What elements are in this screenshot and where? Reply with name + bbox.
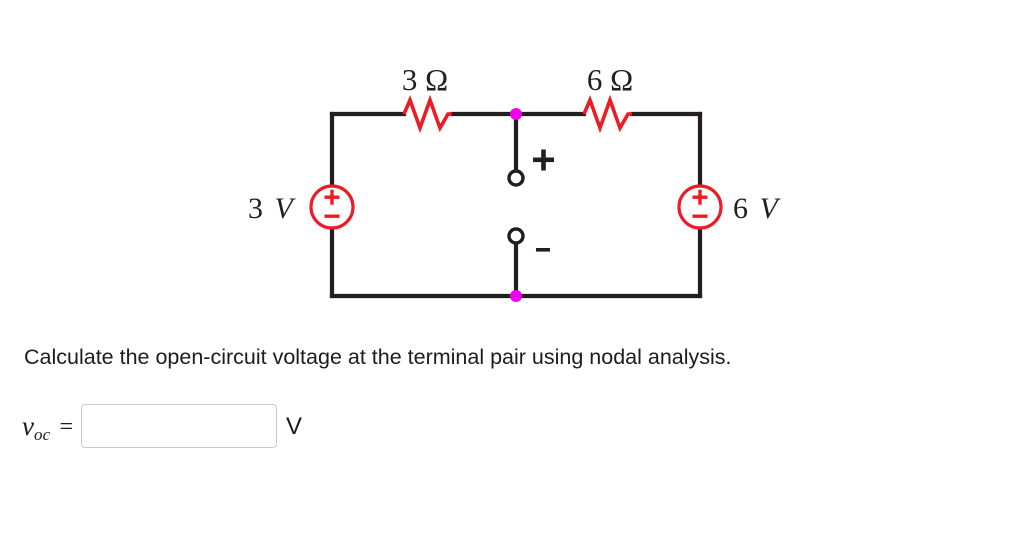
voltage-source-3v-body [309,184,355,230]
voltage-source-6v: 6 V [677,184,781,230]
voltage-source-6v-label: 6 V [733,192,781,225]
answer-input[interactable] [80,404,277,448]
voltage-source-3v-label: 3 V [248,192,296,225]
circuit-svg-canvas: 3 Ω 6 Ω [248,62,781,302]
resistor-3-ohm-label: 3 Ω [402,62,448,97]
voltage-source-6v-minus-icon [692,214,708,218]
answer-variable-subscript: oc [33,425,51,444]
voltage-source-6v-body [677,184,723,230]
answer-variable-label: voc [22,411,51,444]
equals-sign: = [59,413,73,440]
resistor-3-ohm: 3 Ω [402,62,452,134]
answer-row: voc = V [22,398,302,454]
node-dot-top [510,108,522,120]
voltage-source-6v-plus-icon [692,189,708,205]
answer-unit-label: V [285,413,302,440]
voltage-source-3v: 3 V [248,184,355,230]
terminal-minus-icon [536,248,550,252]
resistor-6-ohm-label: 6 Ω [587,62,633,97]
question-prompt: Calculate the open-circuit voltage at th… [24,345,732,369]
node-dot-bottom [510,290,522,302]
terminal-plus-icon [533,149,554,171]
resistor-3-ohm-zigzag [402,94,452,134]
resistor-6-ohm: 6 Ω [582,62,633,134]
answer-variable-symbol: v [22,411,34,441]
terminal-top-ring [507,169,525,187]
circuit-diagram: 3 Ω 6 Ω [248,62,781,302]
voltage-source-3v-plus-icon [324,189,340,205]
terminal-bottom-ring [507,227,525,245]
resistor-6-ohm-zigzag [582,94,632,134]
voltage-source-3v-minus-icon [324,214,340,218]
